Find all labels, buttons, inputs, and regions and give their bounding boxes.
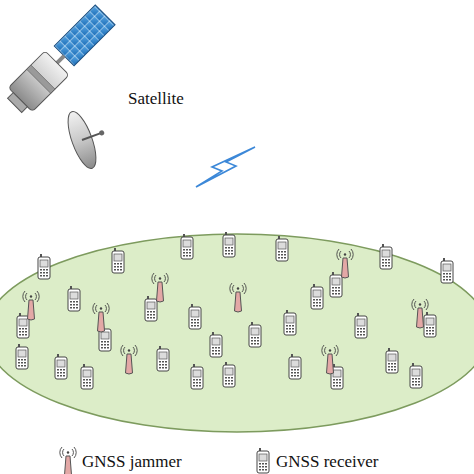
satellite-label: Satellite	[128, 90, 184, 109]
legend-jammer-icon	[60, 447, 76, 474]
legend-receiver-icon	[257, 448, 269, 473]
coverage-area	[0, 234, 474, 432]
gnss-receivers	[16, 232, 453, 389]
gnss-jammers	[23, 249, 428, 374]
satellite-icon	[3, 3, 118, 172]
legend-entry: GNSS jammer	[82, 453, 182, 472]
legend-entry: GNSS receiver	[276, 453, 378, 472]
signal-bolt	[196, 147, 255, 187]
